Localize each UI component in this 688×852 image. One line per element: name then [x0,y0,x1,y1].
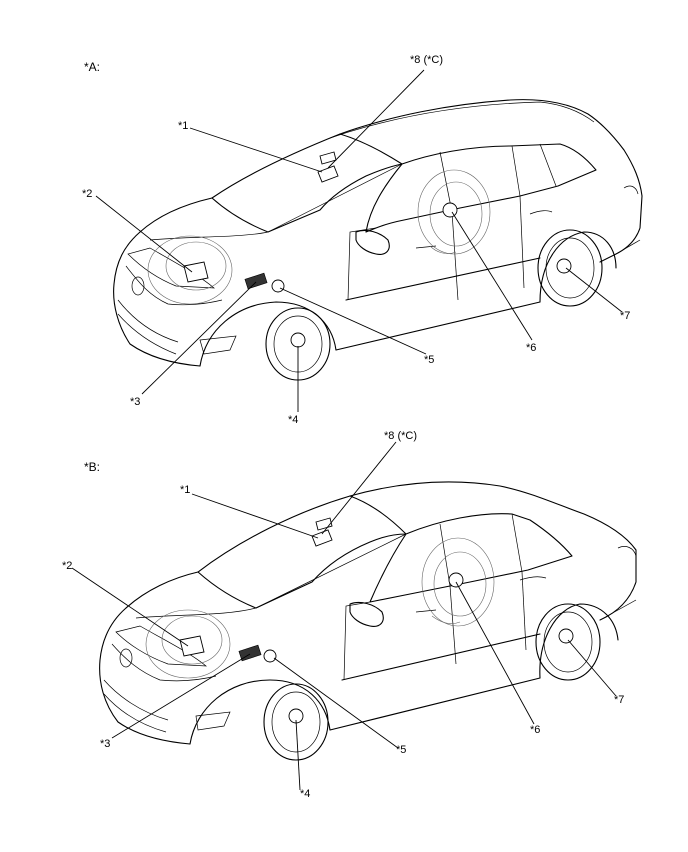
variant-a-wagon-drawing [95,69,643,412]
a-callout-8: *8 (*C) [410,54,444,66]
b-callout-5: *5 [396,744,407,756]
variant-a-label: *A: [84,60,101,74]
b-callout-8: *8 (*C) [384,430,418,442]
a-callout-1: *1 [178,120,189,132]
b-callout-6: *6 [530,724,541,736]
a-callout-5: *5 [424,354,435,366]
a-callout-3: *3 [130,396,141,408]
wagon-body [113,99,643,381]
a-callout-4: *4 [288,414,299,426]
variant-b-label: *B: [84,460,101,474]
a-callout-7: *7 [620,310,631,322]
sedan-leader-lines [71,441,617,791]
front-airbag-sensor-part [183,261,209,283]
b-callout-3: *3 [100,738,111,750]
a-callout-2: *2 [82,188,93,200]
wagon-leader-lines [95,69,623,412]
b-callout-2: *2 [62,560,73,572]
b-callout-1: *1 [180,484,191,496]
a-callout-6: *6 [526,342,537,354]
b-callout-7: *7 [614,694,625,706]
sedan-body [99,481,637,761]
center-airbag-sensor-part [317,165,339,183]
b-callout-4: *4 [300,788,311,800]
